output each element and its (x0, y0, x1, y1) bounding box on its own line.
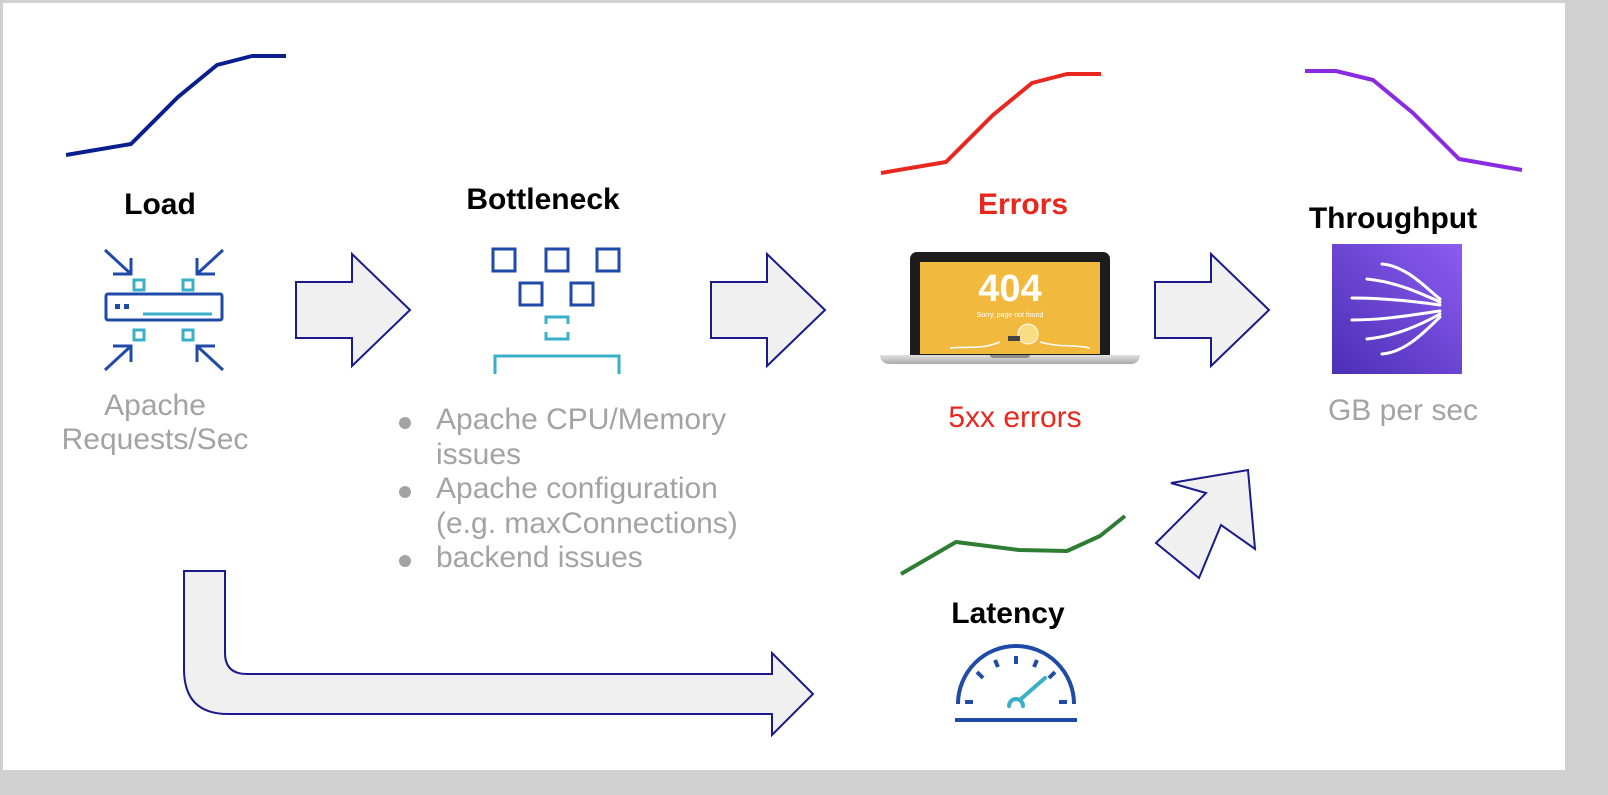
load-title: Load (124, 188, 196, 221)
arrow-load-to-latency (183, 570, 815, 738)
bottleneck-bullet-list: Apache CPU/Memory issues Apache configur… (398, 403, 776, 576)
flow-lines-icon (1332, 244, 1462, 374)
diagram-canvas: Load Bottleneck Errors Throughput Latenc… (3, 3, 1565, 770)
server-compress-icon (103, 248, 225, 372)
arrow-latency-to-throughput (1154, 468, 1257, 580)
laptop-base (880, 355, 1140, 364)
laptop-screen: 404 Sorry, page not found (910, 252, 1110, 356)
laptop-404-icon: 404 Sorry, page not found (880, 252, 1140, 372)
laptop-display: 404 Sorry, page not found (920, 262, 1100, 354)
throughput-sparkline (1305, 69, 1523, 172)
error-message-text: Sorry, page not found (976, 312, 1044, 319)
throughput-trend-line (1305, 69, 1523, 172)
error-code-text: 404 (978, 268, 1042, 310)
arrow-errors-to-throughput (1154, 251, 1271, 369)
arrow-load-to-bottleneck (295, 251, 412, 369)
bullet-item: backend issues (398, 541, 776, 576)
load-trend-line (65, 54, 286, 157)
load-caption-line2: Requests/Sec (61, 423, 249, 456)
bullet-item: Apache configuration (e.g. maxConnection… (398, 472, 776, 541)
throughput-caption: GB per sec (1327, 394, 1479, 427)
funnel-boxes-icon (491, 247, 621, 374)
arrow-bottleneck-to-errors (710, 251, 827, 369)
latency-trend-line (899, 514, 1127, 576)
laptop-notch (990, 355, 1030, 358)
errors-caption: 5xx errors (948, 401, 1082, 434)
latency-sparkline (899, 514, 1127, 576)
bullet-item: Apache CPU/Memory issues (398, 403, 776, 472)
throughput-title: Throughput (1308, 202, 1478, 235)
errors-trend-line (880, 72, 1101, 175)
errors-sparkline (880, 72, 1101, 175)
latency-title: Latency (951, 597, 1065, 630)
load-sparkline (65, 54, 286, 157)
errors-title: Errors (977, 188, 1069, 221)
bulb-plug-icon (949, 323, 1091, 349)
bottleneck-title: Bottleneck (466, 183, 620, 216)
speedometer-icon (955, 644, 1077, 722)
load-caption-line1: Apache (104, 389, 206, 422)
